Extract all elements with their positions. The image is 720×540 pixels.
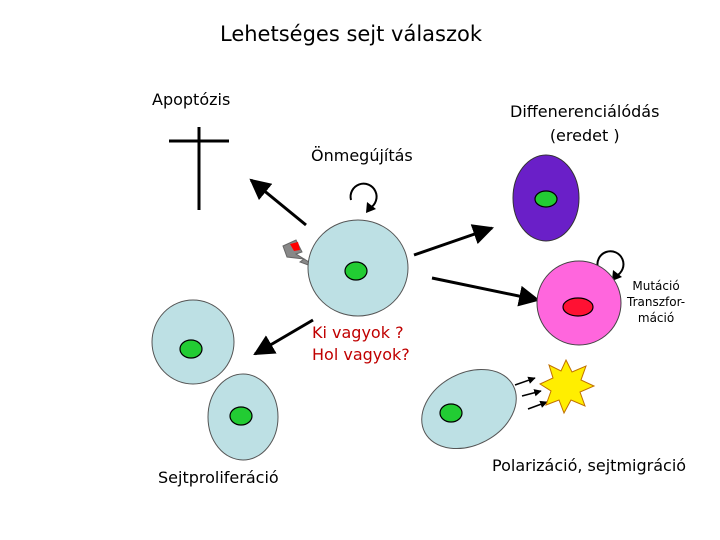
differentiated-cell (512, 154, 580, 242)
rotate-arrow-icon-mutation (596, 250, 625, 281)
label-who-where: Ki vagyok ? Hol vagyok? (312, 322, 410, 366)
label-polarization: Polarizáció, sejtmigráció (492, 456, 687, 475)
proliferation-cell-1 (151, 299, 235, 385)
label-differentiation: Diffenerenciálódás (eredet ) (510, 100, 659, 148)
label-differentiation-line1: Diffenerenciálódás (510, 102, 660, 121)
proliferation-cell-2 (207, 373, 279, 461)
label-mutation-line3: máció (637, 311, 675, 325)
label-apoptosis: Apoptózis (152, 90, 231, 109)
label-proliferation: Sejtproliferáció (158, 468, 279, 487)
page-title: Lehetséges sejt válaszok (220, 22, 483, 46)
label-who: Ki vagyok ? (312, 323, 404, 342)
migrating-cell (421, 368, 517, 450)
cross-icon (169, 127, 229, 210)
label-mutation: Mutáció Transzfor- máció (627, 278, 685, 326)
arrow-to-mutation (431, 276, 541, 307)
label-differentiation-line2: (eredet ) (549, 126, 620, 145)
label-mutation-line2: Transzfor- (627, 295, 686, 309)
rotate-arrow-icon (349, 182, 378, 213)
arrow-to-proliferation (253, 318, 314, 356)
mutated-cell (536, 260, 622, 346)
label-self-renewal: Önmegújítás (311, 146, 413, 165)
arrow-to-differentiation (413, 224, 494, 257)
label-mutation-line1: Mutáció (632, 279, 680, 293)
central-cell (307, 219, 409, 317)
arrow-to-apoptosis (249, 178, 307, 227)
motion-arrows-icon (514, 376, 548, 410)
star-burst-icon (538, 358, 596, 415)
label-where: Hol vagyok? (312, 345, 410, 364)
